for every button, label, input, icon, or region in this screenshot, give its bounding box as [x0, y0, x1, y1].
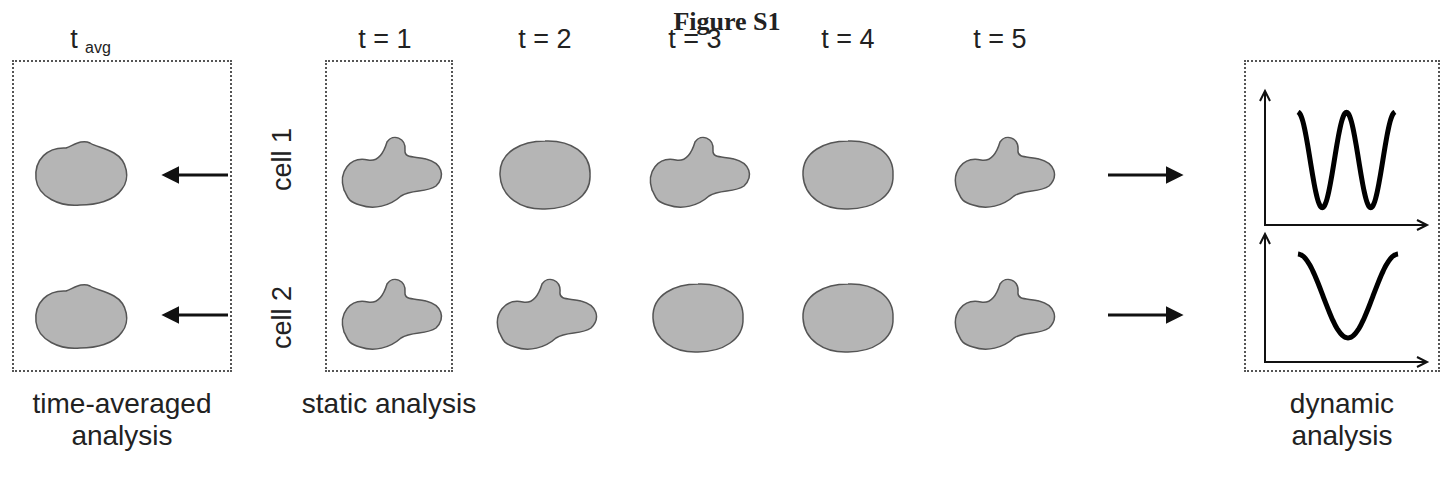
time-label: t = 1 [358, 24, 411, 55]
analysis-box: static analysis [325, 60, 453, 372]
analysis-box: dynamic analysis [1244, 60, 1440, 372]
row-label: cell 1 [267, 128, 298, 191]
time-label: t = 4 [821, 24, 874, 55]
plot-axes [1260, 91, 1427, 367]
analysis-caption: time-averaged analysis [22, 388, 222, 452]
arrows [165, 175, 1180, 315]
time-series [1298, 112, 1398, 338]
time-label: t = 5 [973, 24, 1026, 55]
analysis-box: time-averaged analysis [12, 60, 232, 372]
analysis-caption: static analysis [289, 388, 489, 420]
cell-shapes [36, 137, 1055, 352]
fast-wave [1298, 112, 1395, 208]
analysis-caption: dynamic analysis [1242, 388, 1442, 452]
time-label: t = 2 [518, 24, 571, 55]
time-label: t = 3 [668, 24, 721, 55]
time-label: t [70, 24, 78, 55]
time-label: avg [85, 39, 111, 57]
slow-wave [1298, 254, 1398, 338]
row-label: cell 2 [267, 286, 298, 349]
